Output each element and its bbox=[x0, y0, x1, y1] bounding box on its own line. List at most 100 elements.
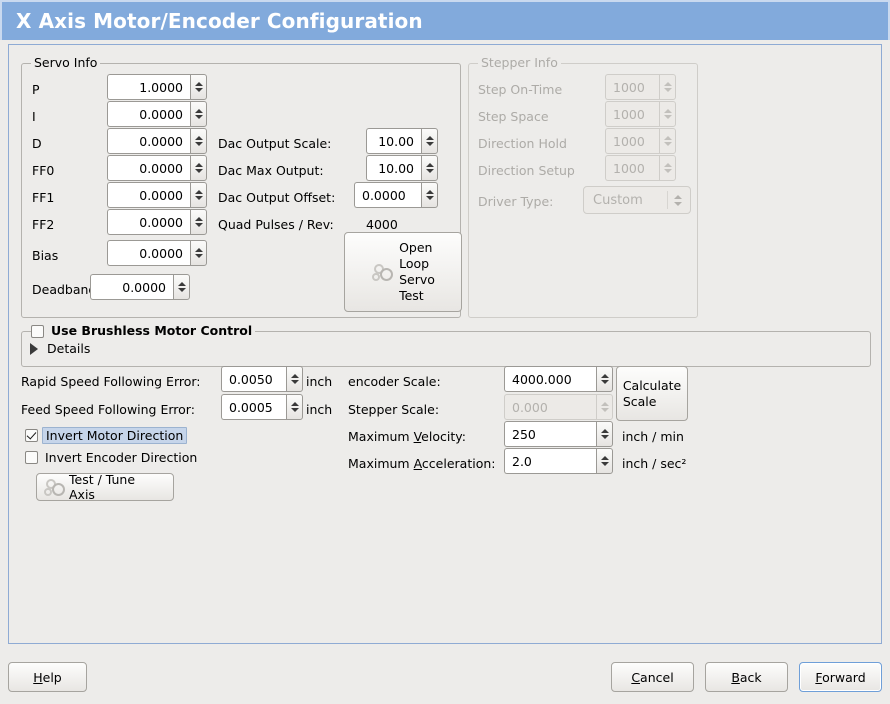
cancel-mnemonic: C bbox=[631, 669, 641, 685]
open-loop-servo-test-button[interactable]: Open Loop Servo Test bbox=[344, 232, 462, 312]
servo-spin-i[interactable]: 0.0000 bbox=[107, 101, 207, 127]
chevron-right-icon[interactable] bbox=[30, 342, 38, 355]
servo-spin-p-buttons[interactable] bbox=[190, 74, 207, 100]
dac-max-output-spin[interactable]: 10.00 bbox=[366, 155, 438, 181]
servo-spin-ff1[interactable]: 0.0000 bbox=[107, 182, 207, 208]
help-mnemonic: H bbox=[33, 669, 43, 685]
max-acceleration-buttons[interactable] bbox=[596, 448, 613, 474]
checkbox-box[interactable] bbox=[25, 429, 38, 442]
feed-error-value[interactable]: 0.0005 bbox=[221, 394, 286, 420]
dac-output-scale-buttons[interactable] bbox=[421, 128, 438, 154]
servo-spin-i-buttons[interactable] bbox=[190, 101, 207, 127]
rapid-error-buttons[interactable] bbox=[286, 366, 303, 392]
stepper-scale-buttons bbox=[596, 394, 613, 420]
cancel-button[interactable]: Cancel bbox=[611, 662, 694, 692]
invert-encoder-direction-checkbox[interactable]: Invert Encoder Direction bbox=[25, 450, 197, 465]
max-velocity-value[interactable]: 250 bbox=[504, 421, 596, 447]
servo-spin-p[interactable]: 1.0000 bbox=[107, 74, 207, 100]
dac-output-offset-value[interactable]: 0.0000 bbox=[354, 182, 421, 208]
checkbox-box[interactable] bbox=[25, 451, 38, 464]
servo-spin-deadband[interactable]: 0.0000 bbox=[90, 274, 190, 300]
dac-output-offset-buttons[interactable] bbox=[421, 182, 438, 208]
brushless-details-disclosure[interactable]: Details bbox=[28, 341, 90, 356]
servo-spin-d[interactable]: 0.0000 bbox=[107, 128, 207, 154]
encoder-scale-buttons[interactable] bbox=[596, 366, 613, 392]
step-on-time-label: Step On-Time bbox=[478, 82, 563, 97]
step-on-time-spin: 1000 bbox=[605, 74, 676, 100]
dac-output-offset-spin[interactable]: 0.0000 bbox=[354, 182, 438, 208]
servo-spin-deadband-buttons[interactable] bbox=[173, 274, 190, 300]
servo-spin-bias-buttons[interactable] bbox=[190, 240, 207, 266]
servo-value-p[interactable]: 1.0000 bbox=[107, 74, 190, 100]
direction-hold-label: Direction Hold bbox=[478, 136, 567, 151]
combo-separator bbox=[667, 191, 668, 209]
servo-spin-d-buttons[interactable] bbox=[190, 128, 207, 154]
servo-label-ff1: FF1 bbox=[32, 190, 55, 205]
encoder-scale-spin[interactable]: 4000.000 bbox=[504, 366, 613, 392]
servo-label-ff0: FF0 bbox=[32, 163, 55, 178]
dac-output-scale-spin[interactable]: 10.00 bbox=[366, 128, 438, 154]
brushless-group: Use Brushless Motor Control Details bbox=[21, 324, 871, 367]
step-space-buttons bbox=[659, 101, 676, 127]
invert-motor-direction-checkbox[interactable]: Invert Motor Direction bbox=[25, 427, 188, 444]
servo-value-d[interactable]: 0.0000 bbox=[107, 128, 190, 154]
gears-icon bbox=[43, 477, 65, 497]
encoder-scale-value[interactable]: 4000.000 bbox=[504, 366, 596, 392]
dac-max-output-buttons[interactable] bbox=[421, 155, 438, 181]
max-acceleration-value[interactable]: 2.0 bbox=[504, 448, 596, 474]
servo-spin-ff2-buttons[interactable] bbox=[190, 209, 207, 235]
checkbox-box[interactable] bbox=[31, 324, 44, 338]
stepper-scale-label: Stepper Scale: bbox=[348, 402, 440, 417]
direction-setup-value: 1000 bbox=[605, 155, 659, 181]
cancel-rest: ancel bbox=[640, 669, 674, 685]
use-brushless-label: Use Brushless Motor Control bbox=[51, 323, 253, 338]
dialog-footer: Help Cancel Back Forward bbox=[0, 648, 890, 704]
invert-encoder-direction-label: Invert Encoder Direction bbox=[45, 450, 198, 465]
servo-value-ff1[interactable]: 0.0000 bbox=[107, 182, 190, 208]
servo-spin-bias[interactable]: 0.0000 bbox=[107, 240, 207, 266]
forward-button[interactable]: Forward bbox=[799, 662, 882, 692]
calculate-line-1: Calculate bbox=[622, 377, 682, 393]
servo-value-i[interactable]: 0.0000 bbox=[107, 101, 190, 127]
feed-error-spin[interactable]: 0.0005 bbox=[221, 394, 303, 420]
servo-spin-ff0[interactable]: 0.0000 bbox=[107, 155, 207, 181]
servo-label-i: I bbox=[32, 109, 36, 124]
stepper-scale-spin: 0.000 bbox=[504, 394, 613, 420]
servo-spin-ff2[interactable]: 0.0000 bbox=[107, 209, 207, 235]
test-tune-axis-label: Test / Tune Axis bbox=[69, 472, 136, 502]
rapid-error-value[interactable]: 0.0050 bbox=[221, 366, 286, 392]
page-title: X Axis Motor/Encoder Configuration bbox=[16, 9, 423, 33]
content-pane: Servo Info P 1.0000 I 0.0000 D 0.0000 FF… bbox=[8, 44, 882, 644]
calculate-line-2: Scale bbox=[622, 393, 657, 409]
encoder-scale-label: encoder Scale: bbox=[348, 374, 441, 389]
stepper-info-legend: Stepper Info bbox=[478, 56, 561, 70]
direction-hold-buttons bbox=[659, 128, 676, 154]
max-velocity-buttons[interactable] bbox=[596, 421, 613, 447]
back-rest: ack bbox=[739, 669, 762, 685]
calculate-scale-button[interactable]: Calculate Scale bbox=[616, 366, 688, 421]
servo-spin-ff0-buttons[interactable] bbox=[190, 155, 207, 181]
servo-info-group: Servo Info P 1.0000 I 0.0000 D 0.0000 FF… bbox=[21, 56, 462, 318]
dac-output-scale-value[interactable]: 10.00 bbox=[366, 128, 421, 154]
servo-value-deadband[interactable]: 0.0000 bbox=[90, 274, 173, 300]
calculate-scale-label: Calculate Scale bbox=[623, 378, 681, 410]
test-tune-axis-button[interactable]: Test / Tune Axis bbox=[36, 472, 174, 502]
rapid-error-spin[interactable]: 0.0050 bbox=[221, 366, 303, 392]
back-button[interactable]: Back bbox=[705, 662, 788, 692]
servo-value-ff2[interactable]: 0.0000 bbox=[107, 209, 190, 235]
dac-max-output-value[interactable]: 10.00 bbox=[366, 155, 421, 181]
max-velocity-label: Maximum Velocity: bbox=[348, 429, 466, 444]
servo-spin-ff1-buttons[interactable] bbox=[190, 182, 207, 208]
rapid-error-unit: inch bbox=[306, 374, 333, 389]
max-velocity-label-post: elocity: bbox=[421, 429, 466, 444]
help-button[interactable]: Help bbox=[8, 662, 87, 692]
back-label: Back bbox=[731, 670, 761, 685]
servo-value-bias[interactable]: 0.0000 bbox=[107, 240, 190, 266]
max-velocity-spin[interactable]: 250 bbox=[504, 421, 613, 447]
servo-label-p: P bbox=[32, 82, 40, 97]
feed-error-buttons[interactable] bbox=[286, 394, 303, 420]
use-brushless-checkbox[interactable]: Use Brushless Motor Control bbox=[31, 324, 252, 338]
servo-value-ff0[interactable]: 0.0000 bbox=[107, 155, 190, 181]
max-acceleration-spin[interactable]: 2.0 bbox=[504, 448, 613, 474]
servo-label-d: D bbox=[32, 136, 42, 151]
